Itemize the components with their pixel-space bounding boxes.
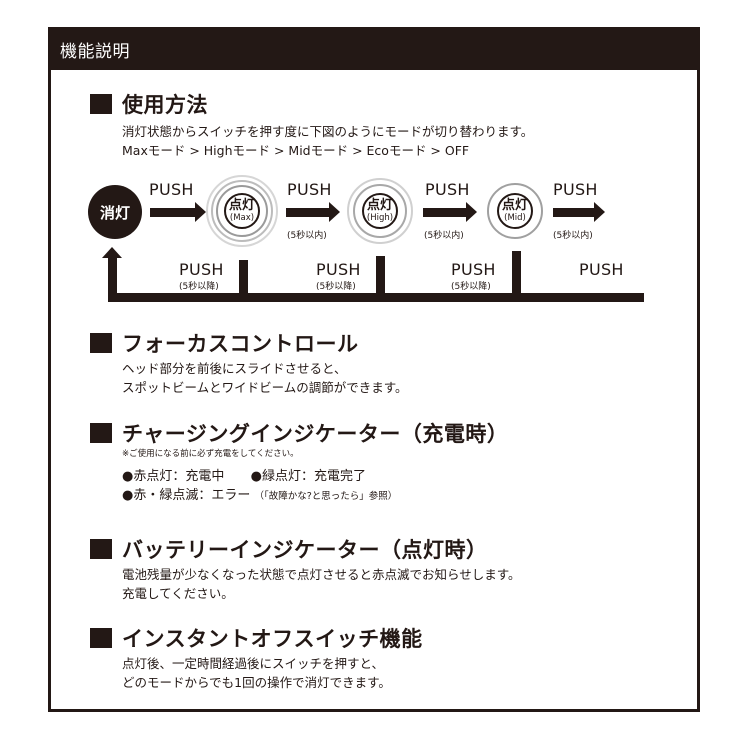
feature-panel: [48, 27, 700, 712]
section-usage: 使用方法 消灯状態からスイッチを押す度に下図のようにモードが切り替わります。 M…: [90, 90, 533, 160]
section-title: フォーカスコントロール: [122, 332, 359, 356]
mode-node-max: 点灯 (Max): [206, 175, 278, 247]
section-title: チャージングインジケーター（充電時）: [122, 422, 509, 446]
focus-line-1: ヘッド部分を前後にスライドさせると、: [122, 361, 347, 376]
return-line: [108, 293, 644, 302]
section-title: インスタントオフスイッチ機能: [122, 627, 423, 651]
push-label: PUSH: [553, 180, 598, 199]
battery-line-2: 充電してください。: [122, 586, 234, 601]
square-bullet-icon: [90, 333, 112, 353]
square-bullet-icon: [90, 628, 112, 648]
push-label: PUSH: [425, 180, 470, 199]
charging-status-error: ●赤・緑点滅：エラー: [122, 488, 251, 503]
mode-level-label: (High): [366, 213, 394, 223]
panel-title: 機能説明: [60, 42, 130, 62]
section-title: バッテリーインジケーター（点灯時）: [122, 538, 488, 562]
mode-node-mid: 点灯 (Mid): [485, 181, 545, 241]
square-bullet-icon: [90, 423, 112, 443]
return-branch: [512, 251, 521, 296]
instant-off-line-1: 点灯後、一定時間経過後にスイッチを押すと、: [122, 656, 385, 671]
condition-label: (5秒以内): [287, 231, 327, 241]
focus-line-2: スポットビームとワイドビームの調節ができます。: [122, 380, 408, 395]
arrow-right-icon: [594, 202, 605, 222]
square-bullet-icon: [90, 94, 112, 114]
charging-note: ※ご使用になる前に必ず充電をしてください。: [122, 449, 299, 459]
push-label: PUSH: [316, 260, 361, 279]
push-label: PUSH: [451, 260, 496, 279]
usage-line-2: Maxモード > Highモード > Midモード > Ecoモード > OFF: [122, 143, 470, 158]
section-title: 使用方法: [122, 93, 208, 117]
push-label: PUSH: [149, 180, 194, 199]
battery-line-1: 電池残量が少なくなった状態で点灯させると赤点滅でお知らせします。: [122, 567, 521, 582]
section-battery-indicator: バッテリーインジケーター（点灯時） 電池残量が少なくなった状態で点灯させると赤点…: [90, 535, 521, 603]
mode-level-label: (Mid): [504, 213, 526, 223]
troubleshooting-reference: （「故障かな?と思ったら」参照）: [254, 491, 398, 502]
return-branch: [376, 256, 385, 296]
condition-label: (5秒以降): [179, 282, 219, 292]
charging-status-green: ●緑点灯：充電完了: [250, 469, 366, 484]
mode-lit-label: 点灯: [501, 198, 528, 213]
push-label: PUSH: [579, 260, 624, 279]
instant-off-line-2: どのモードからでも1回の操作で消灯できます。: [122, 675, 391, 690]
charging-status-red: ●赤点灯：充電中: [122, 469, 225, 484]
return-up-line: [108, 258, 117, 302]
return-branch: [239, 260, 248, 296]
mode-level-label: (Max): [229, 213, 255, 223]
condition-label: (5秒以降): [451, 282, 491, 292]
arrow-right-icon: [286, 208, 330, 217]
square-bullet-icon: [90, 539, 112, 559]
push-label: PUSH: [179, 260, 224, 279]
mode-flow-diagram: 消灯 点灯 (Max) 点灯 (High) 点灯 (Mid) PUS: [0, 0, 740, 320]
arrow-up-icon: [102, 247, 122, 258]
arrow-right-icon: [195, 202, 206, 222]
section-charging-indicator: チャージングインジケーター（充電時） ※ご使用になる前に必ず充電をしてください。…: [90, 419, 508, 506]
off-state-node: 消灯: [88, 185, 142, 239]
off-label: 消灯: [99, 203, 130, 222]
section-instant-off: インスタントオフスイッチ機能 点灯後、一定時間経過後にスイッチを押すと、 どのモ…: [90, 624, 423, 692]
arrow-right-icon: [466, 202, 477, 222]
usage-line-1: 消灯状態からスイッチを押す度に下図のようにモードが切り替わります。: [122, 124, 534, 139]
condition-label: (5秒以降): [316, 282, 356, 292]
push-label: PUSH: [287, 180, 332, 199]
section-focus-control: フォーカスコントロール ヘッド部分を前後にスライドさせると、 スポットビームとワ…: [90, 329, 408, 397]
condition-label: (5秒以内): [553, 231, 593, 241]
condition-label: (5秒以内): [424, 231, 464, 241]
arrow-right-icon: [553, 208, 595, 217]
arrow-right-icon: [150, 208, 196, 217]
mode-lit-label: 点灯: [228, 198, 255, 213]
arrow-right-icon: [329, 202, 340, 222]
panel-header: 機能説明: [48, 27, 700, 70]
mode-node-high: 点灯 (High): [347, 178, 413, 244]
arrow-right-icon: [423, 208, 467, 217]
mode-lit-label: 点灯: [366, 198, 393, 213]
